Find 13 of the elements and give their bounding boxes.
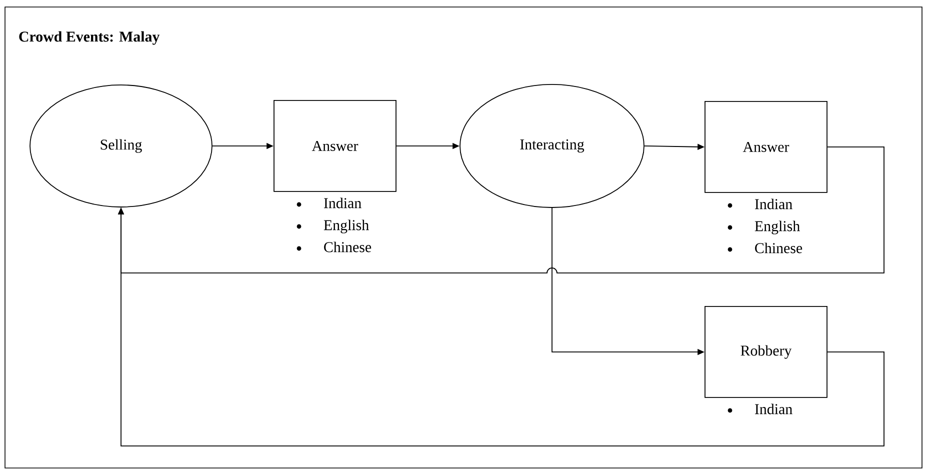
process-box: Answer	[274, 100, 396, 192]
title: Crowd Events: Malay	[19, 31, 160, 45]
list-item: Indian	[324, 198, 362, 208]
list-item: Indian	[755, 198, 792, 210]
process-box: Answer	[704, 101, 828, 193]
list-item: English	[754, 220, 800, 234]
ellipse-node: Interacting	[460, 84, 644, 208]
list-item: Indian	[755, 404, 792, 414]
list-item: Chinese	[324, 242, 372, 252]
list-item: English	[324, 220, 369, 234]
list-item: Chinese	[755, 242, 802, 254]
process-box: Robbery	[704, 306, 828, 398]
ellipse-node: Selling	[30, 84, 212, 208]
